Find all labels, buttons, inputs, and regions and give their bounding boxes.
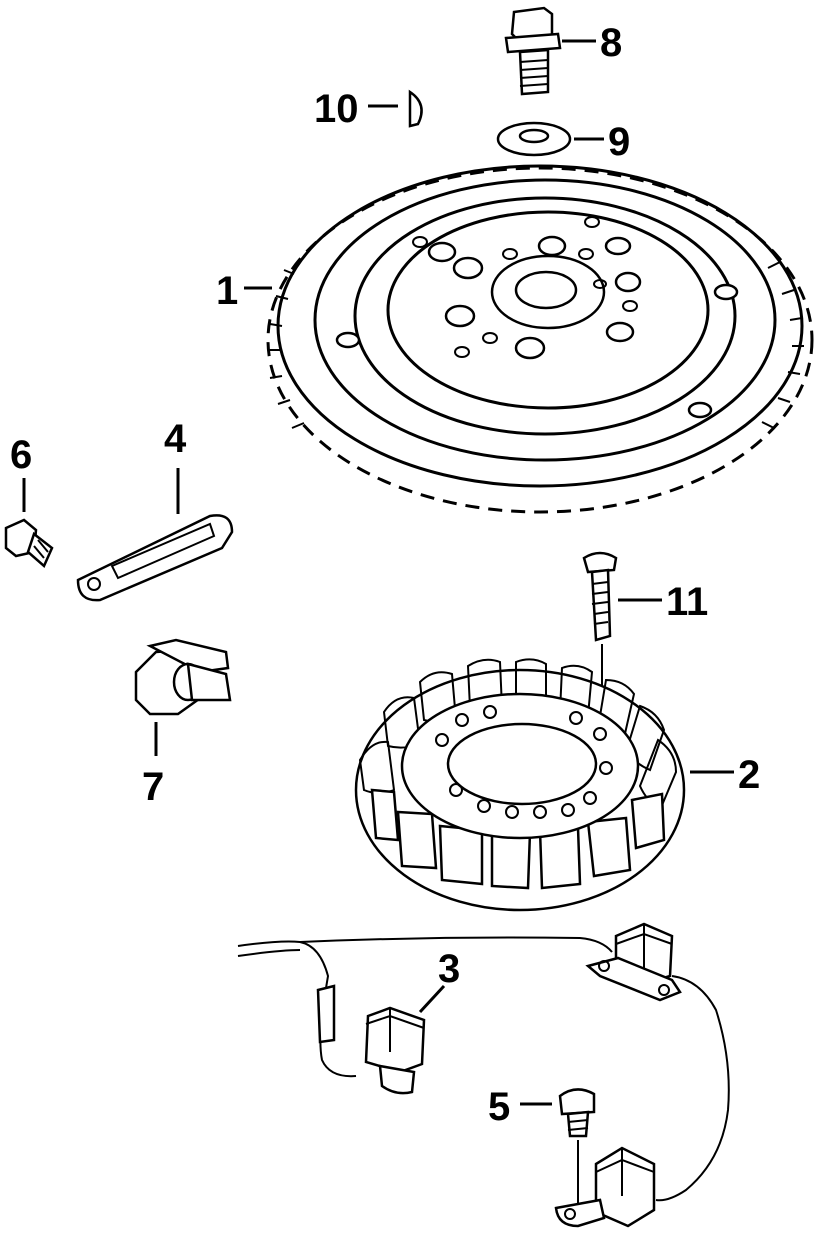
part-9-washer[interactable] bbox=[496, 121, 572, 157]
callout-11: 11 bbox=[666, 580, 708, 624]
ignition-module-upper[interactable] bbox=[585, 922, 730, 1202]
callout-6: 6 bbox=[10, 433, 32, 477]
callout-9: 9 bbox=[608, 120, 630, 164]
callout-4: 4 bbox=[164, 417, 187, 461]
callout-1: 1 bbox=[216, 269, 238, 313]
part-11-screw[interactable] bbox=[582, 551, 618, 642]
part-8-bolt[interactable] bbox=[504, 6, 562, 96]
part-7-sensor[interactable] bbox=[134, 638, 232, 716]
part-4-bracket[interactable] bbox=[76, 514, 234, 602]
part-10-key[interactable] bbox=[408, 89, 423, 128]
part-2-stator[interactable] bbox=[354, 658, 686, 912]
callout-2: 2 bbox=[738, 753, 760, 797]
callout-8: 8 bbox=[600, 21, 622, 65]
ignition-module-lower[interactable] bbox=[554, 1146, 656, 1228]
leader-3 bbox=[418, 984, 446, 1014]
callout-5: 5 bbox=[488, 1085, 510, 1129]
part-1-flywheel[interactable] bbox=[266, 164, 814, 514]
part-3-ignition-module[interactable] bbox=[237, 936, 613, 1095]
part-5-screw[interactable] bbox=[558, 1088, 596, 1138]
callout-10: 10 bbox=[314, 87, 359, 131]
callout-7: 7 bbox=[142, 765, 164, 809]
callout-3: 3 bbox=[438, 947, 460, 991]
part-6-screw[interactable] bbox=[4, 518, 54, 569]
